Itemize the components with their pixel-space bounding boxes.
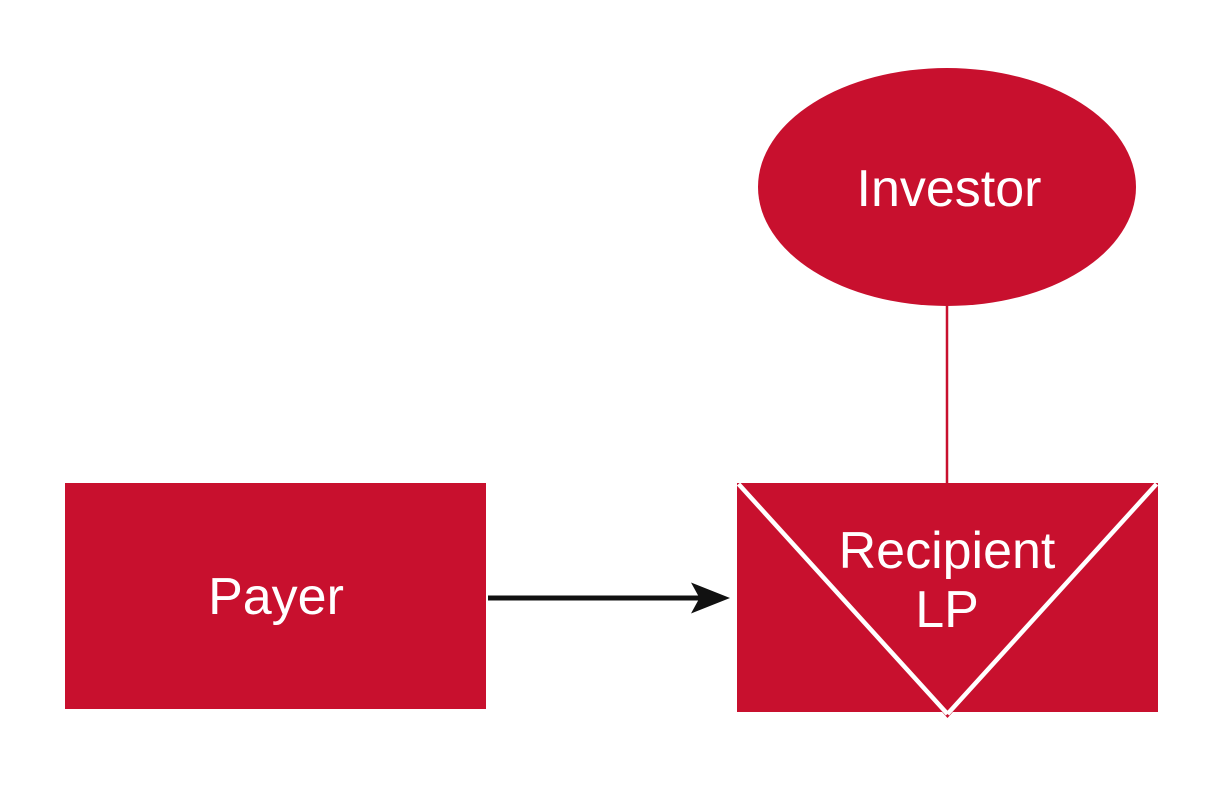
payer-node-rect (65, 483, 486, 709)
recipient-label-line1: Recipient (839, 522, 1056, 580)
recipient-label-line2: LP (915, 581, 979, 639)
payer-recipient-arrowhead (691, 582, 730, 614)
recipient-lp-diagonals (736, 482, 1159, 716)
payer-label: Payer (208, 568, 344, 626)
investor-node-ellipse (758, 68, 1136, 306)
recipient-lp-triangle (737, 483, 1158, 718)
investor-label: Investor (857, 160, 1042, 218)
